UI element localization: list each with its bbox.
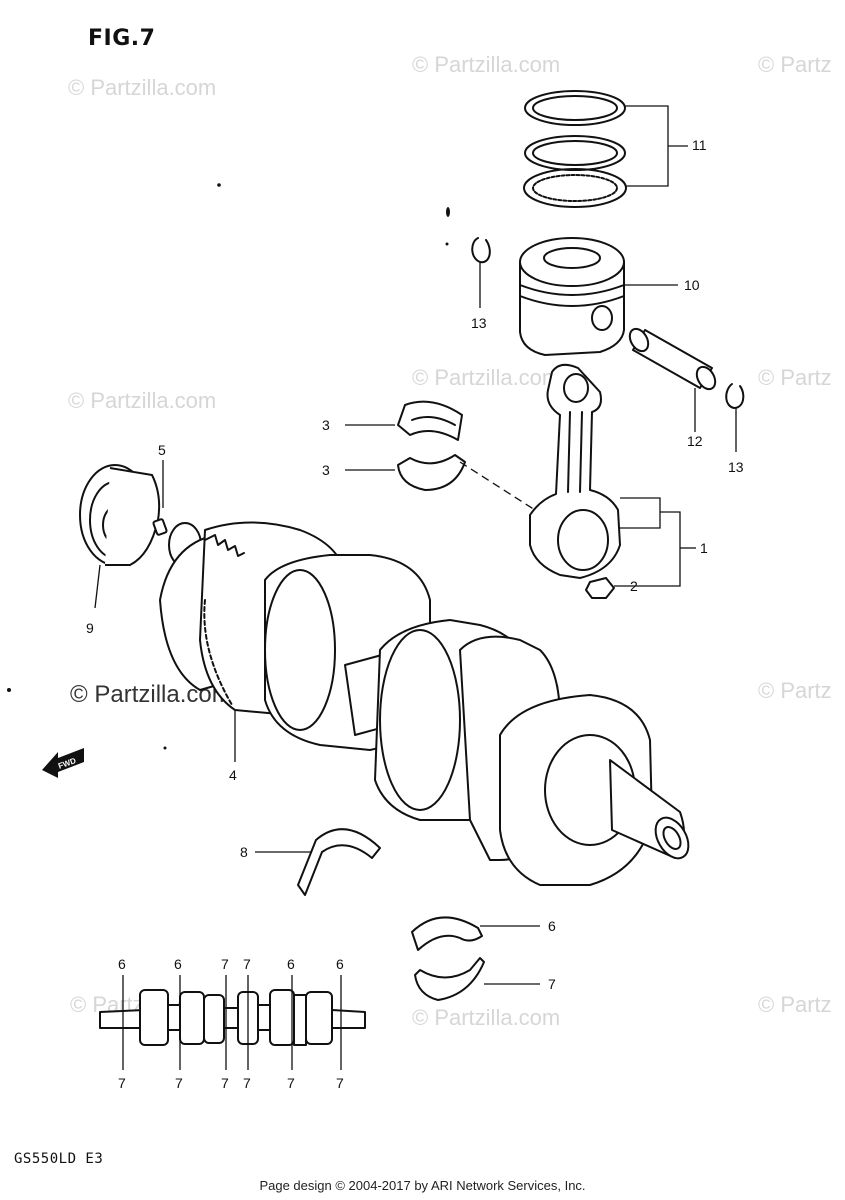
callout-5: 5 [158, 442, 166, 458]
callout-7: 7 [548, 976, 556, 992]
watermark: © Partzilla.com [412, 1005, 560, 1030]
callout-6: 6 [548, 918, 556, 934]
conrod-bearings [345, 400, 466, 491]
callout-13: 13 [471, 315, 487, 331]
callout-2: 2 [630, 578, 638, 594]
callout-10: 10 [684, 277, 700, 293]
piston-pin-clips [471, 237, 745, 452]
connecting-rod [459, 363, 696, 599]
oil-seal [79, 460, 168, 609]
thrust-bearing [255, 828, 381, 896]
callout-labels: 11 10 13 12 13 3 3 1 2 5 9 4 8 6 7 6 6 7… [86, 137, 744, 1091]
callout-9: 9 [86, 620, 94, 636]
watermark: © Partz [758, 678, 832, 703]
diagram-bottom-label: 7 [336, 1075, 344, 1091]
diagram-top-label: 6 [287, 956, 295, 972]
callout-1: 1 [700, 540, 708, 556]
diagram-bottom-label: 7 [221, 1075, 229, 1091]
callout-13: 13 [728, 459, 744, 475]
watermark: © Partz [758, 365, 832, 390]
diagram-top-label: 7 [221, 956, 229, 972]
watermark: © Partz [758, 992, 832, 1017]
stray-marks [7, 183, 450, 750]
page-copyright: Page design © 2004-2017 by ARI Network S… [259, 1178, 586, 1193]
fwd-arrow: FWD [42, 748, 84, 778]
watermark: © Partzilla.com [412, 365, 560, 390]
watermark: © Partzilla.com [68, 388, 216, 413]
watermark: © Partzilla.com [412, 52, 560, 77]
piston [519, 237, 678, 356]
diagram-bottom-label: 7 [243, 1075, 251, 1091]
watermark: © Partzilla.com [68, 75, 216, 100]
piston-pin [628, 327, 717, 432]
diagram-bottom-label: 7 [287, 1075, 295, 1091]
callout-3: 3 [322, 462, 330, 478]
diagram-top-label: 7 [243, 956, 251, 972]
diagram-bottom-label: 7 [175, 1075, 183, 1091]
crankshaft [159, 521, 690, 886]
callout-4: 4 [229, 767, 237, 783]
diagram-top-label: 6 [118, 956, 126, 972]
callout-12: 12 [687, 433, 703, 449]
callout-3: 3 [322, 417, 330, 433]
bearing-location-diagram [99, 975, 366, 1070]
main-bearings [411, 916, 540, 1001]
model-code: GS550LD E3 [14, 1151, 104, 1167]
callout-11: 11 [692, 137, 707, 153]
watermark: © Partz [758, 52, 832, 77]
piston-rings [523, 90, 688, 208]
diagram-top-label: 6 [336, 956, 344, 972]
callout-8: 8 [240, 844, 248, 860]
figure-title: FIG.7 [88, 26, 156, 51]
diagram-top-label: 6 [174, 956, 182, 972]
diagram-bottom-label: 7 [118, 1075, 126, 1091]
